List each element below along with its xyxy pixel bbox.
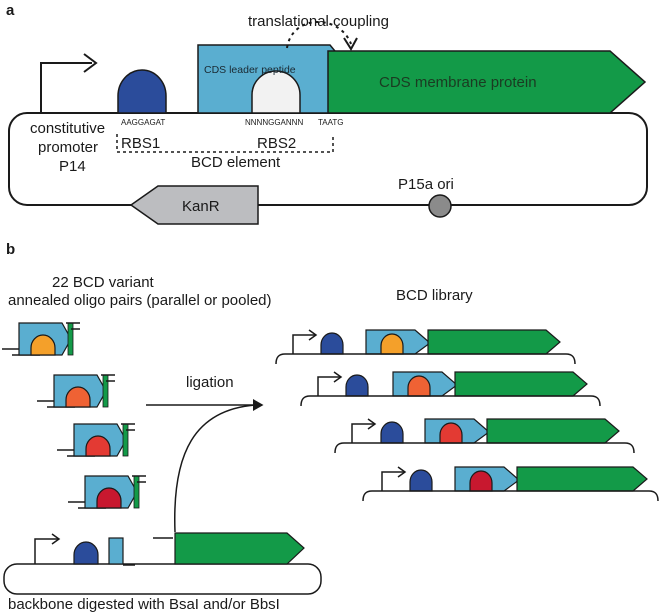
ligation-label: ligation (186, 374, 234, 391)
rbs2-sequence: NNNNGGANNN (245, 118, 303, 127)
ori-circle (428, 194, 452, 218)
stop-start-sequence: TAATG (318, 118, 343, 127)
kanr-shape (129, 185, 259, 225)
rbs1-sequence: AAGGAGAT (121, 118, 165, 127)
variant-label-line2: annealed oligo pairs (parallel or pooled… (8, 292, 272, 309)
oligo-pair-3 (57, 423, 135, 457)
promoter-label-line1: constitutive (30, 120, 105, 137)
cds-leader-label: CDS leader peptide (204, 64, 296, 76)
library-label: BCD library (396, 287, 473, 304)
backbone-label: backbone digested with BsaI and/or BbsI (8, 596, 280, 612)
kanr-label: KanR (182, 198, 220, 215)
promoter-label-line3: P14 (59, 158, 86, 175)
variant-label-line1: 22 BCD variant (52, 274, 155, 291)
translational-coupling-arc (286, 21, 352, 49)
library-construct-1 (275, 329, 576, 365)
bcd-element-bracket (116, 134, 334, 153)
library-construct-4 (362, 466, 659, 502)
oligo-pair-1 (2, 322, 80, 356)
oligo-pair-4 (68, 475, 146, 509)
promoter-arrow-head (83, 53, 98, 73)
translational-coupling-label: translational coupling (248, 13, 389, 30)
rbs2-shape (251, 70, 301, 114)
cds-membrane-label: CDS membrane protein (379, 74, 537, 91)
library-construct-3 (334, 418, 635, 454)
cds-membrane-protein-shape (327, 50, 647, 114)
rbs1-label: RBS1 (121, 135, 160, 152)
panel-a-label: a (6, 2, 15, 19)
backbone-curve-arrow (174, 404, 256, 533)
promoter-label-line2: promoter (38, 139, 98, 156)
oligo-pair-2 (37, 374, 115, 408)
promoter-arrow (40, 62, 92, 113)
bcd-element-label: BCD element (191, 154, 281, 171)
panel-b-label: b (6, 241, 15, 258)
ori-label: P15a ori (398, 176, 454, 193)
library-construct-2 (300, 371, 601, 407)
digested-backbone (3, 532, 322, 595)
rbs2-label: RBS2 (257, 135, 296, 152)
rbs1-shape (117, 69, 167, 114)
translational-coupling-arrowhead (343, 37, 358, 51)
